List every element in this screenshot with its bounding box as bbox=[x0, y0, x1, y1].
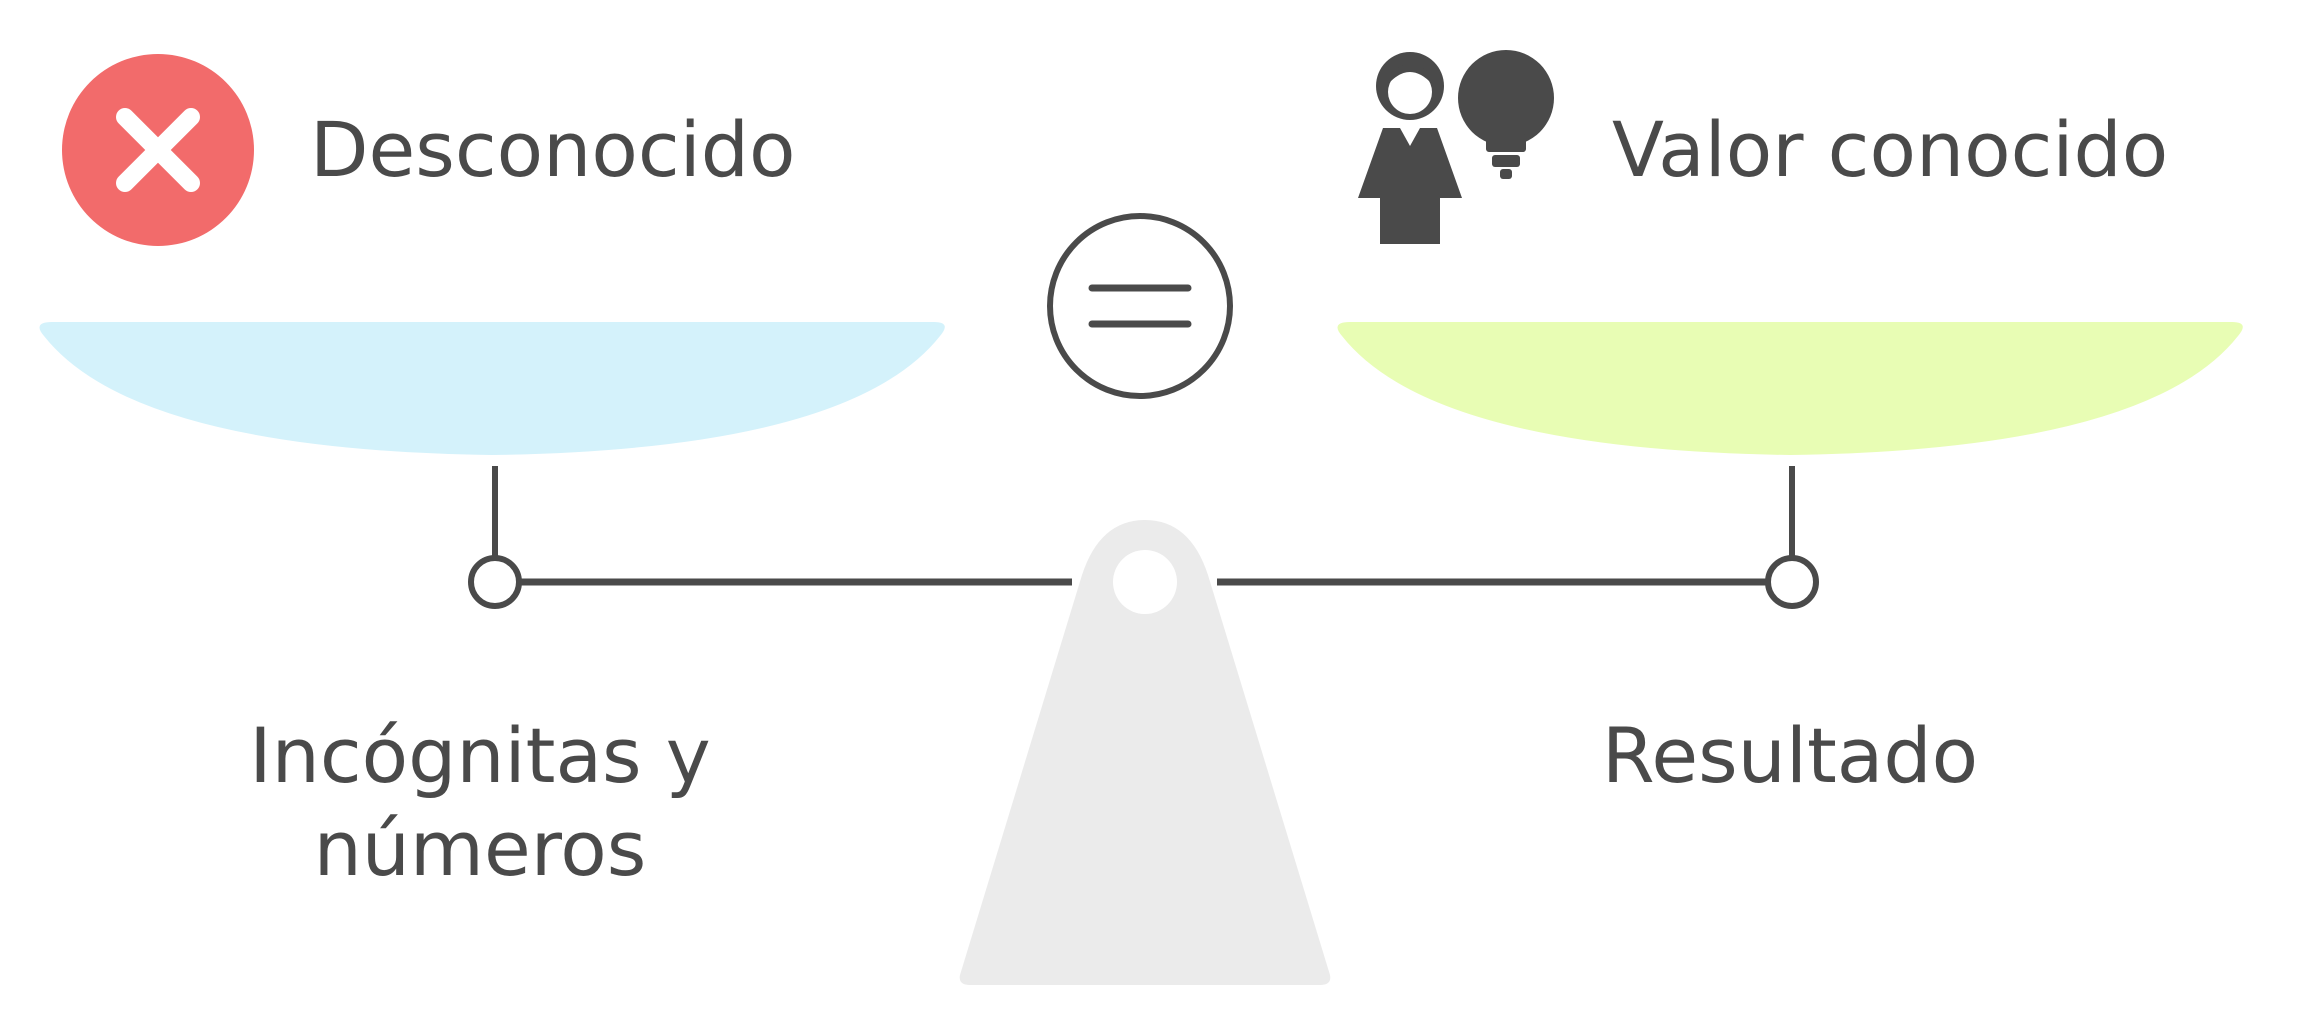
fulcrum bbox=[959, 520, 1331, 985]
left-header-label: Desconocido bbox=[310, 105, 796, 194]
left-pan bbox=[39, 322, 945, 455]
close-icon bbox=[62, 54, 254, 246]
right-bottom-label: Resultado bbox=[1601, 711, 1979, 800]
right-header-label: Valor conocido bbox=[1612, 105, 2169, 194]
fulcrum-hole bbox=[1113, 550, 1177, 614]
person-lightbulb-icon bbox=[1358, 50, 1554, 244]
left-bottom-label: Incógnitas y números bbox=[249, 711, 711, 893]
left-pivot bbox=[468, 555, 522, 609]
right-pan bbox=[1337, 322, 2243, 455]
right-pivot bbox=[1765, 555, 1819, 609]
equals-icon bbox=[1047, 213, 1233, 399]
